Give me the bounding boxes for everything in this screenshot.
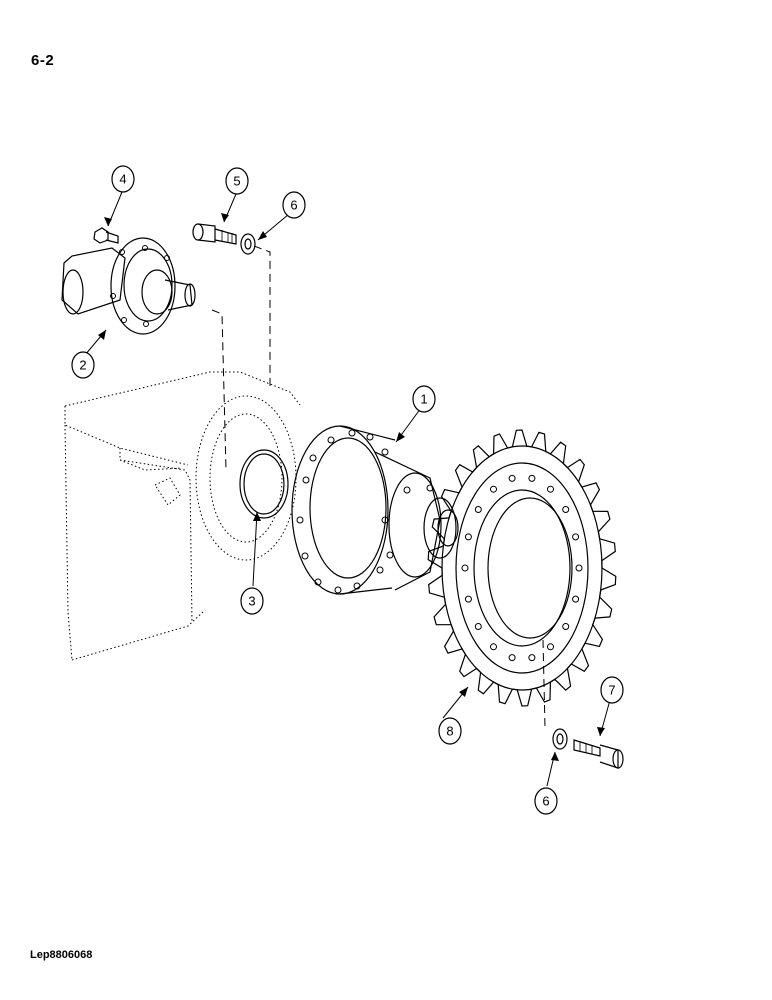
sprocket-bolt-hole	[461, 564, 469, 572]
callout-4: 4	[111, 165, 135, 193]
final-drive-gearbox	[291, 425, 459, 595]
sprocket-bolt-hole	[528, 474, 536, 482]
sprocket-bolt-hole	[464, 533, 472, 541]
hydraulic-motor	[61, 237, 196, 335]
callout-6-lower: 6	[534, 787, 558, 815]
callout-8: 8	[438, 717, 462, 745]
sprocket-bolt-hole	[547, 485, 554, 493]
callout-5: 5	[225, 167, 249, 195]
bolt-motor	[192, 223, 237, 245]
sprocket-bolt-hole	[508, 654, 516, 662]
sprocket-bolt-hole	[547, 643, 554, 651]
sprocket-bolt-hole	[474, 506, 482, 513]
callout-5-label: 5	[233, 174, 240, 189]
alignment-lines	[211, 245, 546, 729]
callout-4-label: 4	[119, 172, 126, 187]
sprocket-bolt-hole	[464, 595, 472, 603]
sprocket-bolt-hole	[528, 654, 536, 662]
callout-7: 7	[600, 676, 624, 704]
callout-2-label: 2	[79, 358, 86, 373]
sprocket-bolt-hole	[508, 474, 516, 482]
page-number: 6-2	[31, 52, 55, 69]
washer-lower	[552, 728, 568, 750]
sprocket-bolt-hole	[562, 623, 570, 630]
callout-6-upper: 6	[282, 191, 306, 219]
sprocket-bolt-hole	[572, 533, 580, 541]
washer-upper	[240, 233, 256, 255]
track-frame-outline	[64, 371, 301, 661]
sprocket-bolt-hole	[474, 623, 482, 630]
callout-6-lower-label: 6	[542, 794, 549, 809]
callout-3-label: 3	[248, 594, 255, 609]
drive-sprocket	[427, 429, 617, 707]
callout-7-label: 7	[608, 683, 615, 698]
sprocket-bolt-hole	[562, 506, 570, 513]
bolt-sprocket	[573, 739, 624, 769]
callout-1-label: 1	[420, 392, 427, 407]
callout-2: 2	[71, 351, 95, 379]
o-ring	[239, 449, 289, 519]
sprocket-bolt-hole	[575, 564, 583, 572]
callout-3: 3	[240, 587, 264, 615]
leader-arrowheads	[98, 213, 605, 761]
bolt-small	[93, 227, 119, 244]
leader-lines	[84, 191, 611, 787]
sprocket-bolt-hole	[572, 595, 580, 603]
callout-8-label: 8	[446, 724, 453, 739]
callout-6-upper-label: 6	[290, 198, 297, 213]
callout-1: 1	[412, 385, 436, 413]
sprocket-bolt-hole	[490, 485, 497, 493]
document-reference: Lep8806068	[30, 949, 93, 961]
sprocket-bolt-hole	[490, 643, 497, 651]
